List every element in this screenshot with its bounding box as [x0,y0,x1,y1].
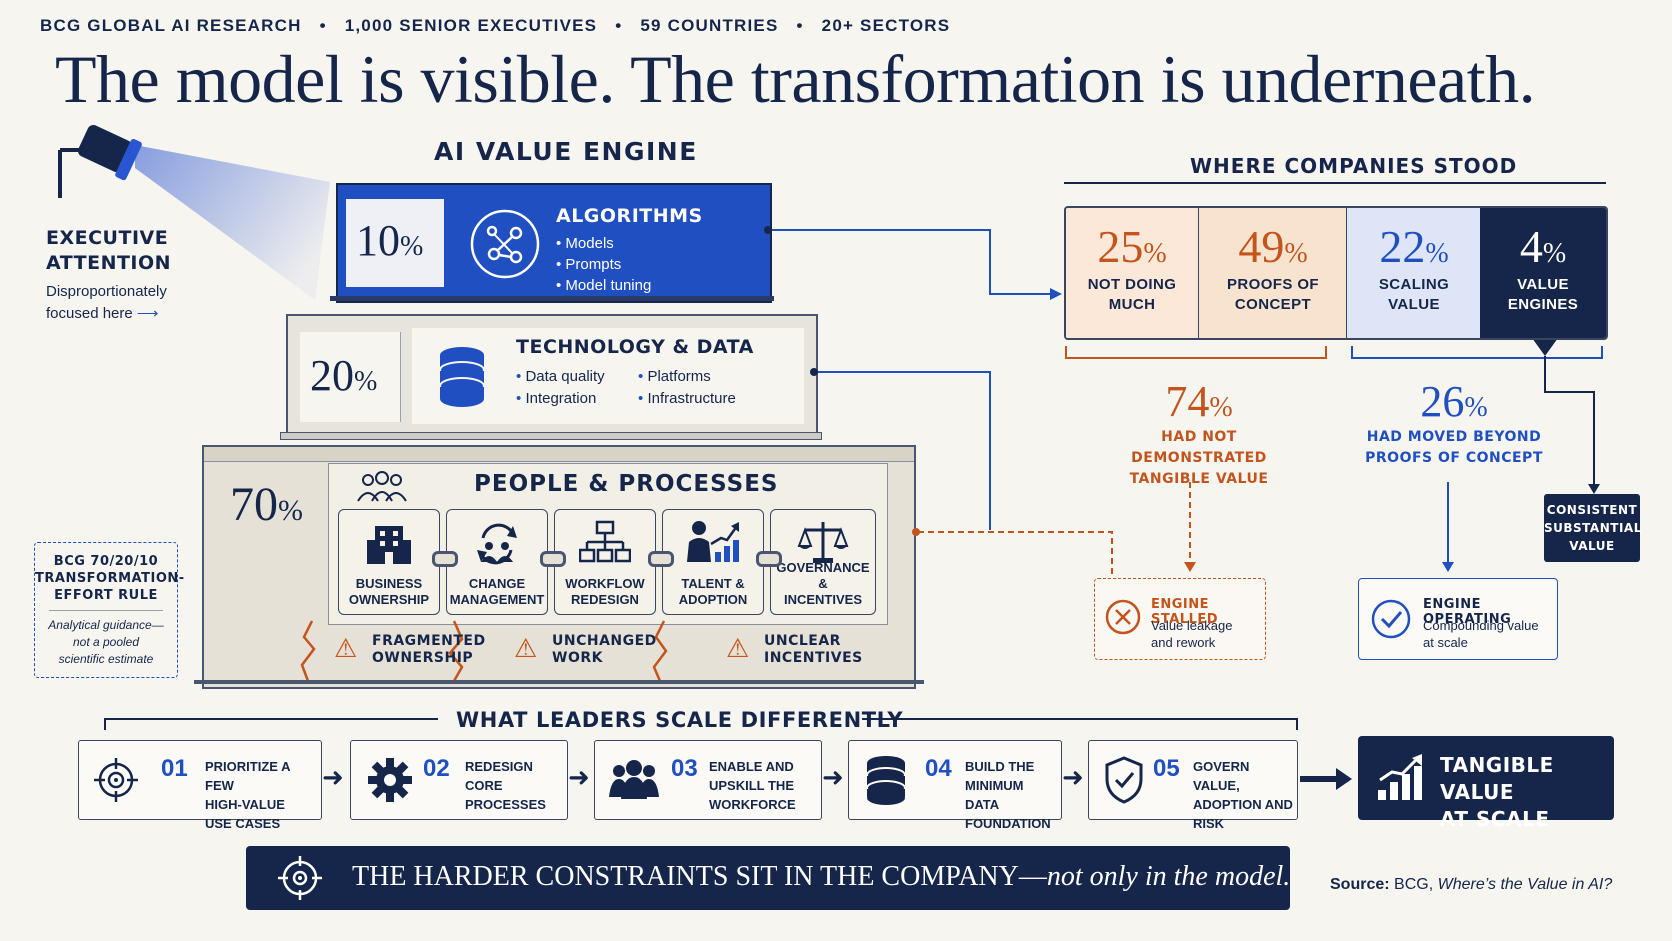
consistent-value-box: CONSISTENT SUBSTANTIAL VALUE [1544,494,1641,562]
target-icon [278,856,322,900]
header-meta: BCG GLOBAL AI RESEARCH•1,000 SENIOR EXEC… [40,16,951,35]
database-icon [439,347,485,407]
source-note: Source: BCG, Where’s the Value in AI? [1330,876,1613,893]
warning-icon: ⚠ [726,633,750,663]
companies-title: WHERE COMPANIES STOOD [1190,154,1518,178]
network-icon [470,209,540,279]
workflow-icon [579,520,631,563]
chain-link [540,551,566,567]
base-line [194,680,924,684]
algorithms-list: • Models • Prompts • Model tuning [556,235,652,294]
engine-title: AI VALUE ENGINE [434,137,698,166]
cracks-illustration [300,620,668,682]
chain-link [432,551,458,567]
tier-ledge [330,296,774,301]
footer-banner: THE HARDER CONSTRAINTS SIT IN THE COMPAN… [246,846,1290,910]
technology-pct-panel: 20% [300,332,401,422]
target-icon [94,758,138,802]
tile-governance-incentives: GOVERNANCE &INCENTIVES [770,509,876,615]
tier-technology: 20% TECHNOLOGY & DATA • Data quality • I… [286,314,818,438]
rule-box: BCG 70/20/10 TRANSFORMATION- EFFORT RULE… [34,542,184,678]
spotlight-title: EXECUTIVE ATTENTION [46,227,172,274]
chain-link [648,551,674,567]
meta-item: 1,000 SENIOR EXECUTIVES [344,16,598,35]
spotlight-note: Disproportionately focused here ⟶ [46,283,167,322]
talent-icon [687,521,739,562]
arrow-icon: ➜ [1062,762,1084,792]
building-icon [367,526,411,564]
technology-pct: 20% [310,351,378,400]
database-icon [866,756,906,805]
warning-icon: ⚠ [514,633,538,663]
meta-item: BCG GLOBAL AI RESEARCH [40,16,302,35]
people-title: PEOPLE & PROCESSES [474,471,779,497]
gear-icon [368,758,412,802]
leaders-title: WHAT LEADERS SCALE DIFFERENTLY [456,708,904,732]
algorithms-title: ALGORITHMS [556,205,703,227]
technology-list-left: • Data quality • Integration [516,368,605,407]
warning-icon: ⚠ [334,633,358,663]
technology-title: TECHNOLOGY & DATA [516,336,754,358]
tier-ledge [280,432,822,440]
technology-list-right: • Platforms • Infrastructure [638,368,736,407]
spotlight-icon [58,124,330,300]
arrow-icon [1300,768,1352,790]
outcome-box: TANGIBLE VALUE AT SCALE [1358,736,1614,831]
tile-talent-adoption: TALENT &ADOPTION [662,509,764,615]
people-pct: 70% [230,478,303,531]
arrow-icon: ➜ [322,762,344,792]
algorithms-pct-panel: 10% [346,199,444,287]
change-icon [477,523,517,565]
group-icon [357,471,407,502]
meta-item: 20+ SECTORS [821,16,951,35]
arrow-icon: ➜ [822,762,844,792]
tier-algorithms: 10% ALGORITHMS • Models • Prompts • Mode… [336,183,772,303]
people-icon [609,760,659,799]
page-title: The model is visible. The transformation… [55,41,1536,117]
check-circle-icon [1371,599,1411,639]
x-circle-icon [1105,599,1141,635]
chain-link [756,551,782,567]
shield-icon [1105,756,1143,804]
algorithms-pct: 10% [356,216,424,265]
footer-banner-text: THE HARDER CONSTRAINTS SIT IN THE COMPAN… [352,861,1291,892]
growth-chart-icon [1378,754,1422,800]
meta-item: 59 COUNTRIES [640,16,779,35]
scales-icon [797,522,849,563]
arrow-icon: ➜ [568,762,590,792]
